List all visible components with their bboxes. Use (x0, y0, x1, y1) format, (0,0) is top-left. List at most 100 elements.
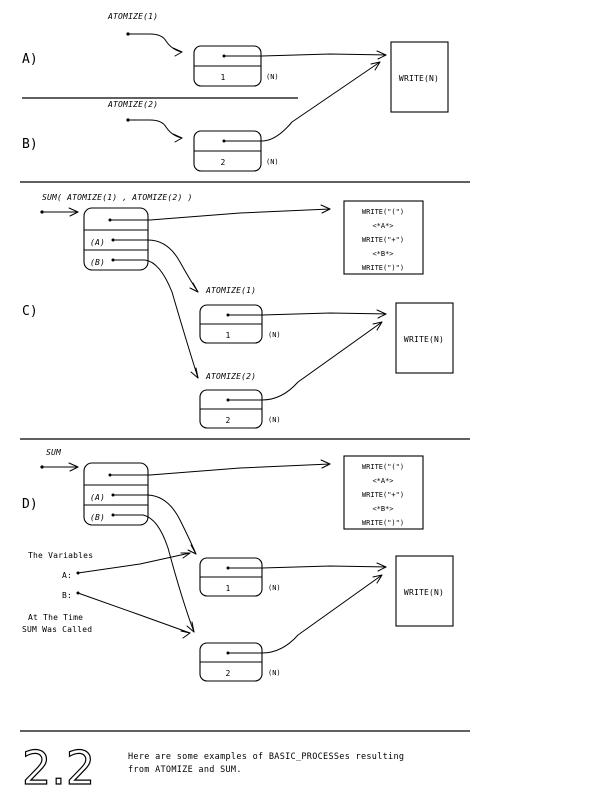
section-a-call-label: ATOMIZE(1) (107, 12, 158, 21)
section-d-call-label: SUM (46, 448, 62, 457)
process-box-d2-port: (N) (268, 669, 281, 677)
output-box-c-line: WRITE(N) (404, 335, 444, 344)
output-box-c: WRITE(N) (395, 302, 454, 374)
output-arrowhead-d2 (372, 574, 383, 584)
sum-output-box-c-line-3: WRITE("+") (362, 236, 404, 244)
sum-output-box-d: WRITE("(") <*A*> WRITE("+") <*B*> WRITE(… (343, 455, 424, 530)
sum-output-box-c-line-1: WRITE("(") (362, 208, 404, 216)
process-box-d1-value: 1 (225, 584, 230, 593)
process-box-a: 1 (193, 45, 262, 87)
output-link-c1 (227, 312, 387, 316)
var-a-link-d (77, 552, 191, 574)
var-b-link-d (77, 592, 191, 634)
section-b-label: B) (22, 137, 38, 152)
output-box-ab-line: WRITE(N) (399, 74, 439, 83)
call-arrowhead-a (172, 47, 183, 57)
variables-annotation-var-b: B: (62, 591, 72, 600)
sum-slot-a-arrowhead-d (187, 544, 197, 555)
process-box-c1-value: 1 (225, 331, 230, 340)
sum-output-link-d (109, 463, 331, 476)
call-arrowhead-c (68, 207, 79, 217)
variables-annotation-footnote-2: SUM Was Called (22, 625, 92, 634)
sum-output-box-c-outline (343, 200, 424, 275)
var-b-arrowhead-d (180, 630, 191, 639)
output-arrowhead-c2 (372, 321, 383, 331)
sum-output-box-d-outline (343, 455, 424, 530)
sum-output-box-d-line-1: WRITE("(") (362, 463, 404, 471)
figure-caption-line-1: Here are some examples of BASIC_PROCESSe… (128, 752, 404, 762)
sum-box-c-slot-a: (A) (90, 238, 105, 247)
figure-number: 2.2 (22, 741, 95, 792)
sum-box-d-slot-b: (B) (90, 513, 105, 522)
output-box-d-outline (395, 555, 454, 627)
output-arrowhead-c1 (376, 309, 387, 319)
section-d-label: D) (22, 497, 38, 512)
sum-output-box-c: WRITE("(") <*A*> WRITE("+") <*B*> WRITE(… (343, 200, 424, 275)
call-arrowhead-d (68, 462, 79, 472)
sum-slot-b-link-c (112, 259, 199, 379)
output-arrowhead-b (370, 61, 381, 71)
sum-output-box-c-line-4: <*B*> (372, 250, 393, 258)
section-c-call-label: SUM( ATOMIZE(1) , ATOMIZE(2) ) (42, 193, 193, 202)
process-box-d2: 2 (199, 642, 263, 682)
sum-slot-a-link-c (112, 239, 199, 293)
variables-annotation-var-a: A: (62, 571, 72, 580)
sum-box-d: (A) (B) (83, 462, 149, 526)
output-box-ab-outline (390, 41, 449, 113)
sum-slot-b-arrowhead-c (190, 367, 199, 379)
sum-output-link-c (109, 208, 331, 221)
sum-output-arrowhead-d (320, 459, 331, 469)
sum-output-box-c-line-5: WRITE(")") (362, 264, 404, 272)
process-box-a-port: (N) (266, 73, 279, 81)
sum-output-box-d-line-5: WRITE(")") (362, 519, 404, 527)
variables-annotation-title: The Variables (28, 551, 93, 560)
section-c-sub2-label: ATOMIZE(2) (205, 372, 256, 381)
process-box-b-value: 2 (220, 158, 225, 167)
sum-output-box-d-line-4: <*B*> (372, 505, 393, 513)
process-box-c2: 2 (199, 389, 263, 429)
output-arrowhead-d1 (376, 562, 387, 572)
process-box-c1-port: (N) (268, 331, 281, 339)
process-box-c2-value: 2 (225, 416, 230, 425)
section-a: A) ATOMIZE(1) 1 (N) (22, 12, 387, 87)
output-box-d: WRITE(N) (395, 555, 454, 627)
variables-annotation-footnote-1: At The Time (28, 613, 83, 622)
sum-slot-a-link-d (112, 494, 197, 555)
sum-output-box-d-line-3: WRITE("+") (362, 491, 404, 499)
sum-slot-b-link-d (112, 514, 195, 633)
output-link-a (223, 53, 387, 57)
section-c-label: C) (22, 304, 38, 319)
section-d: D) SUM (A) (B) WRITE("(") <*A*> WRITE("+… (22, 448, 454, 682)
output-link-d2 (227, 574, 383, 654)
call-arrow-b (127, 119, 183, 139)
sum-box-d-slot-a: (A) (90, 493, 105, 502)
call-arrowhead-b (172, 133, 183, 143)
sum-box-c: (A) (B) (83, 207, 149, 271)
output-box-c-outline (395, 302, 454, 374)
output-link-d1 (227, 565, 387, 569)
section-c: C) SUM( ATOMIZE(1) , ATOMIZE(2) ) (A) (B… (22, 193, 454, 429)
output-box-ab: WRITE(N) (390, 41, 449, 113)
section-b-call-label: ATOMIZE(2) (107, 100, 158, 109)
section-c-sub1-label: ATOMIZE(1) (205, 286, 256, 295)
process-box-a-value: 1 (220, 73, 225, 82)
process-box-c2-port: (N) (268, 416, 281, 424)
process-box-c1: 1 (199, 304, 263, 344)
variables-annotation-d: The Variables A: B: At The Time SUM Was … (22, 551, 93, 634)
sum-slot-a-arrowhead-c (189, 282, 199, 293)
sum-output-arrowhead-c (320, 204, 331, 214)
process-box-d1: 1 (199, 557, 263, 597)
output-link-c2 (227, 321, 383, 401)
sum-slot-b-arrowhead-d (186, 621, 195, 633)
process-box-b-port: (N) (266, 158, 279, 166)
var-a-arrowhead-d (180, 552, 191, 559)
sum-box-c-outline (83, 207, 149, 271)
call-arrow-a (127, 33, 183, 53)
sum-box-d-outline (83, 462, 149, 526)
output-box-d-line: WRITE(N) (404, 588, 444, 597)
sum-box-c-slot-b: (B) (90, 258, 105, 267)
sum-output-box-c-line-2: <*A*> (372, 222, 393, 230)
figure-caption-line-2: from ATOMIZE and SUM. (128, 765, 242, 775)
